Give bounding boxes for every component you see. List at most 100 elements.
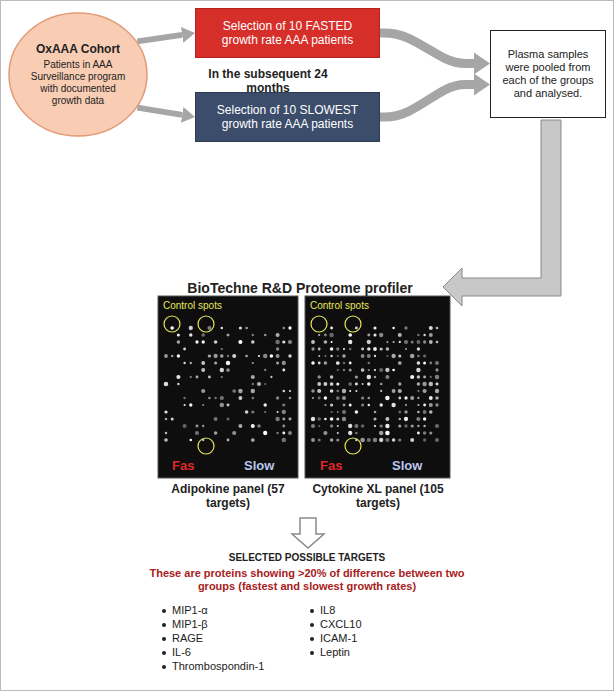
array-spot (318, 397, 321, 400)
array-spot (201, 368, 205, 372)
array-spot (342, 389, 346, 393)
array-spot (361, 403, 364, 406)
array-spot (398, 397, 401, 400)
array-label: Fas (172, 458, 222, 474)
array-spot (288, 326, 291, 329)
array-spot (311, 340, 315, 344)
array-spot (367, 334, 370, 337)
array-spot (423, 389, 427, 393)
array-spot (430, 376, 432, 378)
array-spot (324, 334, 327, 337)
array-spot (170, 326, 174, 330)
array-spot (251, 410, 254, 413)
array-spot (282, 418, 285, 421)
array-spot (435, 361, 439, 365)
section-heading: BioTechne R&D Proteome profiler (150, 280, 450, 297)
array-spot (258, 355, 260, 357)
array-spot (263, 431, 267, 435)
array-spot (379, 438, 383, 442)
array-spot (368, 362, 371, 365)
array-spot (348, 424, 352, 428)
array-spot (221, 348, 223, 350)
array-spot (385, 368, 389, 372)
array-spot (368, 404, 370, 406)
array-spot (220, 396, 224, 400)
array-spot (264, 334, 267, 337)
flow-connector (380, 33, 474, 63)
array-spot (398, 438, 401, 441)
target-item: IL8 (320, 604, 450, 617)
array-spot (392, 369, 395, 372)
array-spot (263, 354, 268, 359)
array-spot (417, 355, 420, 358)
array-spot (311, 424, 315, 428)
array-spot (374, 376, 376, 378)
array-spot (429, 340, 433, 344)
array-spot (393, 341, 395, 343)
array-spot (311, 417, 315, 421)
array-spot (189, 326, 193, 330)
array-spot (214, 417, 218, 421)
cohort-circle: OxAAA CohortPatients in AAA Surveillance… (8, 12, 148, 137)
node-heading: OxAAA Cohort (36, 42, 120, 56)
array-spot (398, 382, 401, 385)
array-label: Control spots (163, 300, 253, 312)
array-spot (276, 354, 280, 358)
array-spot (354, 424, 358, 428)
array-spot (227, 404, 230, 407)
array-spot (429, 382, 433, 386)
bullet-dot (310, 623, 314, 627)
array-label: Fas (320, 458, 370, 474)
bullet-dot (162, 637, 166, 641)
array-spot (361, 354, 365, 358)
array-spot (263, 403, 266, 406)
array-spot (385, 431, 390, 436)
array-spot (330, 417, 334, 421)
array-spot (367, 375, 372, 380)
bullet-dot (162, 609, 166, 613)
array-spot (330, 375, 333, 378)
list-heading: SELECTED POSSIBLE TARGETS (140, 552, 474, 564)
array-spot (385, 438, 389, 442)
array-spot (423, 438, 426, 441)
array-spot (289, 418, 292, 421)
array-spot (238, 424, 242, 428)
array-spot (337, 369, 339, 371)
array-spot (379, 368, 383, 372)
target-item: ICAM-1 (320, 632, 450, 645)
array-spot (176, 375, 180, 379)
array-spot (392, 389, 396, 393)
array-spot (164, 354, 168, 358)
array-spot (282, 438, 286, 442)
control-ring (198, 316, 214, 332)
control-ring (164, 316, 180, 332)
array-spot (311, 389, 314, 392)
process-box: Plasma samples were pooled from each of … (490, 30, 606, 118)
array-spot (245, 327, 248, 330)
array-spot (318, 334, 320, 336)
array-spot (257, 382, 261, 386)
array-spot (342, 354, 345, 357)
target-item: MIP1-β (172, 618, 302, 631)
array-spot (417, 375, 420, 378)
array-spot (435, 438, 439, 442)
control-ring (198, 438, 214, 454)
array-spot (416, 368, 420, 372)
target-item: Thrombospondin-1 (172, 660, 302, 673)
array-spot (239, 326, 242, 329)
array-spot (337, 432, 339, 434)
node-text: Selection of 10 FASTED growth rate AAA p… (205, 19, 370, 48)
flow-connector (380, 85, 474, 117)
array-spot (330, 355, 333, 358)
array-spot (392, 327, 394, 329)
array-spot (227, 355, 229, 357)
array-spot (251, 383, 254, 386)
array-spot (349, 348, 352, 351)
array-spot (367, 438, 371, 442)
array-spot (207, 326, 211, 330)
array-spot (238, 396, 242, 400)
array-spot (410, 396, 414, 400)
control-ring (345, 316, 361, 332)
array-spot (436, 383, 439, 386)
array-spot (264, 369, 266, 371)
